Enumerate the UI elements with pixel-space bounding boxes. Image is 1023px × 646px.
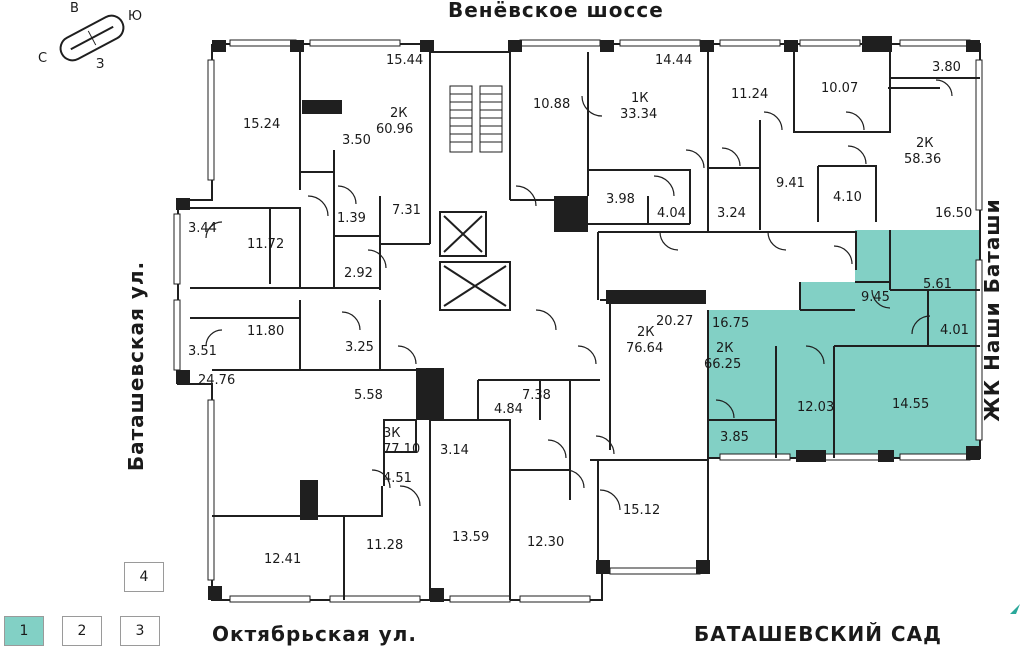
- room-area: 12.41: [264, 552, 301, 567]
- room-area: 9.45: [861, 290, 890, 305]
- room-area: 3.24: [717, 206, 746, 221]
- room-area: 14.55: [892, 397, 929, 412]
- compass-icon: С В Ю З: [38, 1, 142, 72]
- room-area: 16.75: [712, 316, 749, 331]
- room-area: 4.51: [383, 471, 412, 486]
- room-area: 3.44: [188, 221, 217, 236]
- room-area: 10.88: [533, 97, 570, 112]
- apartment-labels: 2К 60.96 1К 33.34 2К 58.36 2К 66.25 2К 7…: [376, 91, 941, 457]
- room-area: 24.76: [198, 373, 235, 388]
- elevator-icon: [443, 215, 507, 307]
- room-area: 10.07: [821, 81, 858, 96]
- room-area: 5.58: [354, 388, 383, 403]
- street-label-batashevsky-sad: БАТАШЕВСКИЙ САД: [694, 622, 942, 646]
- compass-west: З: [96, 57, 104, 72]
- stair-icon: [449, 85, 503, 153]
- room-area: 3.50: [342, 133, 371, 148]
- arrow-icon: [1010, 604, 1020, 614]
- apartment-type: 2К: [716, 341, 734, 356]
- apartment-area: 60.96: [376, 122, 413, 137]
- apartment-type: 2К: [390, 106, 408, 121]
- room-area: 20.27: [656, 314, 693, 329]
- room-area: 11.24: [731, 87, 768, 102]
- apartment-highlight-66[interactable]: [708, 230, 980, 458]
- floor-button-2[interactable]: 2: [62, 616, 102, 646]
- room-area: 5.61: [923, 277, 952, 292]
- room-area: 9.41: [776, 176, 805, 191]
- room-area: 11.80: [247, 324, 284, 339]
- room-area: 3.98: [606, 192, 635, 207]
- apartment-area: 77.10: [383, 442, 420, 457]
- room-area: 1.39: [337, 211, 366, 226]
- room-area: 4.04: [657, 206, 686, 221]
- room-area: 16.50: [935, 206, 972, 221]
- floor-button-4[interactable]: 4: [124, 562, 164, 592]
- room-area: 3.14: [440, 443, 469, 458]
- room-area: 3.80: [932, 60, 961, 75]
- apartment-type: 1К: [631, 91, 649, 106]
- room-area: 11.72: [247, 237, 284, 252]
- compass-north: С: [38, 51, 47, 66]
- room-area: 14.44: [655, 53, 692, 68]
- room-labels: 15.44 15.24 3.50 1.39 7.31 2.92 3.44 11.…: [188, 53, 972, 567]
- door-icons: [205, 79, 953, 511]
- room-area: 3.85: [720, 430, 749, 445]
- floor-button-1[interactable]: 1: [4, 616, 44, 646]
- room-area: 11.28: [366, 538, 403, 553]
- apartment-area: 58.36: [904, 152, 941, 167]
- room-area: 4.84: [494, 402, 523, 417]
- compass-south: Ю: [128, 9, 142, 24]
- room-area: 2.92: [344, 266, 373, 281]
- room-area: 15.24: [243, 117, 280, 132]
- street-label-oktyabrskaya: Октябрьская ул.: [212, 622, 417, 646]
- room-area: 15.44: [386, 53, 423, 68]
- structural-walls: [176, 36, 980, 602]
- floor-button-3[interactable]: 3: [120, 616, 160, 646]
- room-area: 13.59: [452, 530, 489, 545]
- room-area: 3.25: [345, 340, 374, 355]
- apartment-type: 2К: [916, 136, 934, 151]
- apartment-type: 2К: [637, 325, 655, 340]
- room-area: 7.31: [392, 203, 421, 218]
- apartment-area: 33.34: [620, 107, 657, 122]
- room-area: 4.10: [833, 190, 862, 205]
- room-area: 7.38: [522, 388, 551, 403]
- building-outline: [173, 39, 983, 603]
- compass-east: В: [70, 1, 79, 16]
- room-area: 12.30: [527, 535, 564, 550]
- room-area: 15.12: [623, 503, 660, 518]
- apartment-area: 76.64: [626, 341, 663, 356]
- room-area: 3.51: [188, 344, 217, 359]
- room-area: 12.03: [797, 400, 834, 415]
- apartment-type: 3К: [383, 426, 401, 441]
- apartment-area: 66.25: [704, 357, 741, 372]
- street-label-venevskoe: Венёвское шоссе: [448, 0, 664, 22]
- room-area: 4.01: [940, 323, 969, 338]
